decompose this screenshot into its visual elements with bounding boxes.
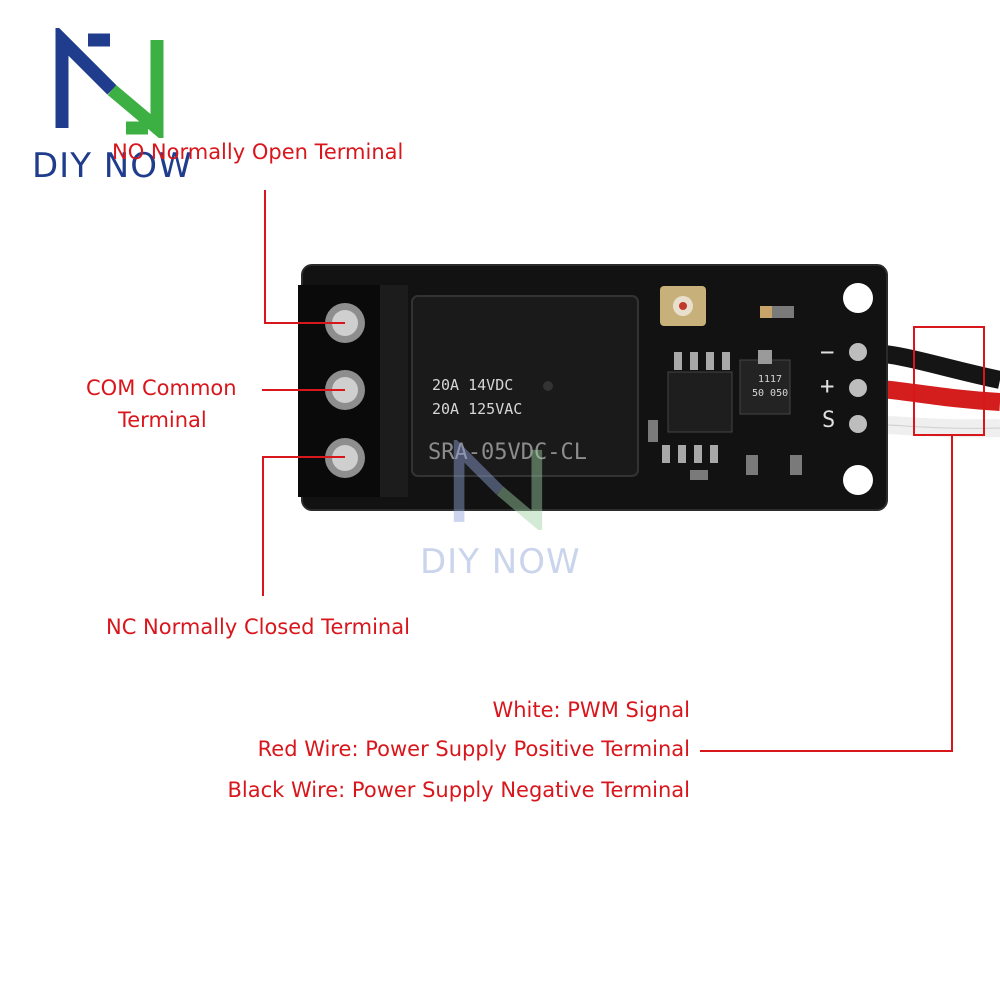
leader-line-nc	[262, 456, 345, 458]
label-white-wire: White: PWM Signal	[492, 698, 690, 722]
pcb-mark-plus: +	[820, 372, 835, 400]
leader-line-com	[262, 389, 345, 391]
regulator-mark-1: 1117	[758, 374, 783, 385]
relay-rating-1: 20A 14VDC	[432, 376, 514, 394]
pcb-mark-signal: S	[822, 408, 836, 433]
brand-logo-text: DIY NOW	[32, 146, 193, 186]
ic-chip	[667, 371, 733, 433]
mounting-hole	[843, 465, 873, 495]
voltage-regulator	[739, 359, 791, 415]
pcb-mark-minus: −	[820, 338, 835, 366]
relay-body	[411, 295, 639, 477]
wire-highlight-box	[913, 326, 985, 436]
label-red-wire: Red Wire: Power Supply Positive Terminal	[257, 737, 690, 761]
watermark-icon	[453, 440, 543, 530]
mounting-hole	[843, 283, 873, 313]
label-black-wire: Black Wire: Power Supply Negative Termin…	[227, 778, 690, 802]
watermark-text: DIY NOW	[420, 542, 581, 582]
label-no-terminal: NO Normally Open Terminal	[112, 140, 404, 164]
leader-line-no	[264, 190, 266, 323]
leader-line-no	[264, 322, 345, 324]
leader-line-nc	[262, 456, 264, 596]
label-com-terminal-line1: COM Common	[86, 376, 237, 400]
brand-logo: DIY NOW	[32, 28, 218, 188]
relay-model: SRA-05VDC-CL	[428, 440, 587, 465]
label-nc-terminal: NC Normally Closed Terminal	[106, 615, 410, 639]
label-com-terminal-line2: Terminal	[118, 408, 207, 432]
leader-line-wires	[700, 750, 953, 752]
regulator-mark-2: 50 050	[752, 388, 789, 399]
leader-line-wires	[951, 436, 953, 752]
brand-logo-icon	[55, 28, 164, 138]
relay-rating-2: 20A 125VAC	[432, 400, 523, 418]
